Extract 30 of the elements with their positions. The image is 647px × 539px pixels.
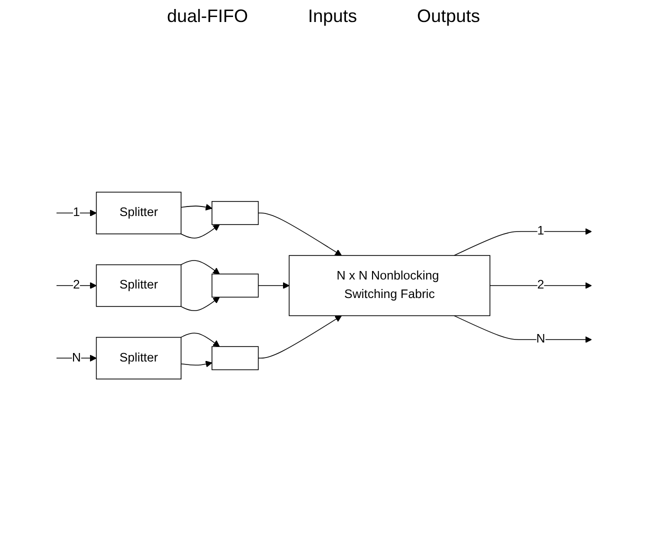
arrow bbox=[180, 297, 220, 312]
process-box: Splitter bbox=[95, 337, 181, 380]
caption-label: Outputs bbox=[417, 6, 480, 27]
process-box bbox=[211, 346, 258, 371]
caption-label: dual-FIFO bbox=[166, 6, 248, 27]
caption-label: Inputs bbox=[308, 6, 358, 27]
process-box: N x N Nonblocking Switching Fabric bbox=[288, 256, 490, 316]
arrow bbox=[453, 316, 592, 344]
arrow bbox=[257, 282, 289, 290]
arrow bbox=[180, 333, 220, 348]
arrow bbox=[56, 210, 96, 217]
edge-label: 1 bbox=[536, 225, 544, 238]
arrow bbox=[180, 204, 212, 211]
arrow bbox=[180, 260, 220, 275]
edge-label: 2 bbox=[72, 279, 80, 292]
edge-label: 1 bbox=[72, 206, 80, 220]
process-box: Splitter bbox=[95, 192, 181, 235]
process-box: Splitter bbox=[95, 264, 181, 308]
edge-label: N bbox=[71, 352, 80, 365]
edge-label: 2 bbox=[536, 279, 544, 292]
arrow bbox=[180, 224, 220, 239]
arrow bbox=[56, 282, 96, 290]
arrow bbox=[180, 361, 212, 368]
arrow bbox=[489, 282, 592, 290]
arrow bbox=[453, 228, 592, 256]
process-box bbox=[211, 201, 258, 226]
edge-label: N bbox=[536, 333, 545, 346]
arrow bbox=[257, 316, 342, 359]
arrow bbox=[257, 213, 342, 256]
process-box bbox=[211, 274, 258, 298]
